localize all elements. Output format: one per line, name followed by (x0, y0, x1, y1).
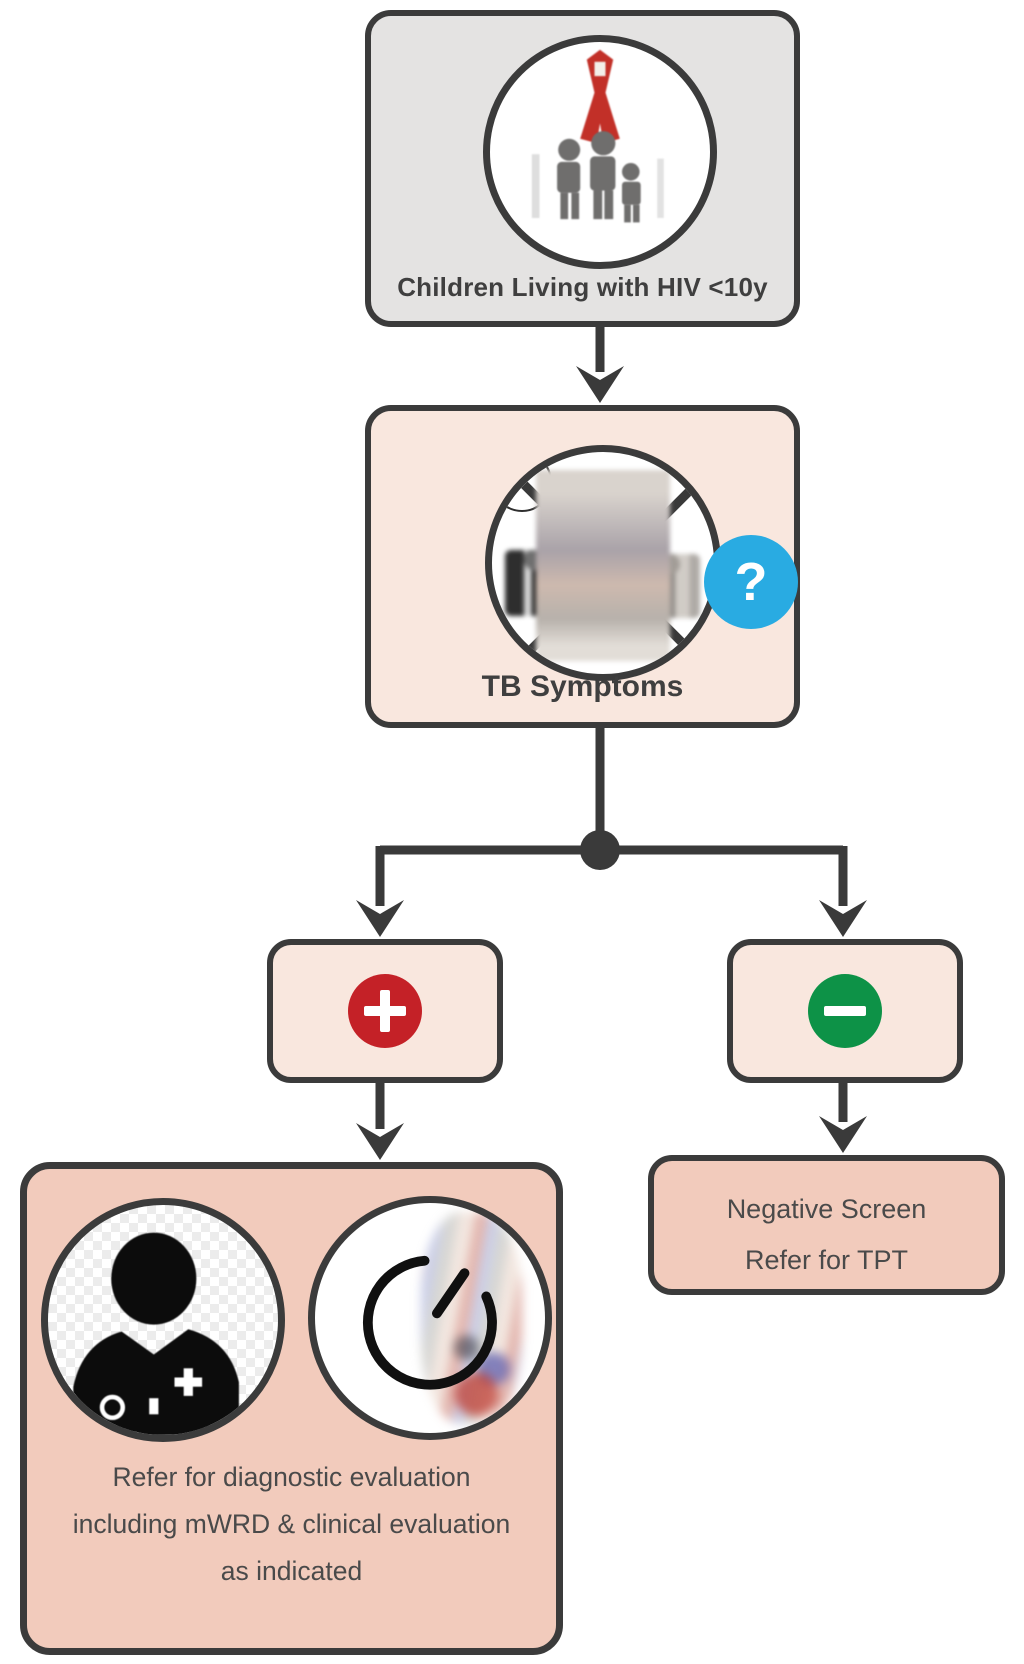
outcome-line: as indicated (220, 1556, 363, 1586)
doctor-icon (41, 1198, 285, 1442)
arrow-to-tpt (819, 1116, 867, 1153)
arrow-to-negative (819, 900, 867, 937)
doctor-icon-graphic (73, 1232, 239, 1435)
outcome-line: Refer for diagnostic evaluation (112, 1462, 471, 1492)
node-children-living-with-hiv: Children Living with HIV <10y (365, 10, 800, 327)
plus-icon (348, 974, 422, 1048)
family-icon-graphic (531, 49, 664, 223)
tb-symptom-wheel-icon (485, 445, 721, 681)
start-label: Children Living with HIV <10y (397, 272, 768, 302)
outcome-line: Refer for TPT (744, 1245, 909, 1275)
arrow-to-diagnostic (356, 1123, 404, 1160)
positive-outcome-text: Refer for diagnostic evaluation includin… (15, 1454, 568, 1595)
minus-icon (808, 974, 882, 1048)
minus-bar (824, 1006, 866, 1016)
branch-junction-dot (580, 830, 620, 870)
node-negative-screen-tpt: Negative Screen Refer for TPT (648, 1155, 1005, 1295)
question-icon: ? (704, 535, 798, 629)
node-screen-negative (727, 939, 963, 1083)
screening-label: TB Symptoms (481, 670, 684, 703)
node-screen-positive (267, 939, 503, 1083)
timer-ring-graphic (362, 1255, 497, 1390)
diagnostic-test-icon (308, 1196, 552, 1440)
outcome-line: Negative Screen (726, 1194, 927, 1224)
negative-outcome-text: Negative Screen Refer for TPT (654, 1184, 999, 1286)
family-hiv-ribbon-icon (483, 35, 717, 269)
node-tb-symptoms: ? TB Symptoms (365, 405, 800, 728)
arrow-to-positive (356, 900, 404, 937)
question-glyph: ? (734, 552, 768, 612)
symptom-contact-blur (536, 469, 670, 661)
outcome-line: including mWRD & clinical evaluation (72, 1509, 511, 1539)
node-refer-diagnostic-evaluation: Refer for diagnostic evaluation includin… (20, 1162, 563, 1655)
arrow-to-screening (576, 366, 624, 403)
plus-bar (380, 990, 390, 1032)
